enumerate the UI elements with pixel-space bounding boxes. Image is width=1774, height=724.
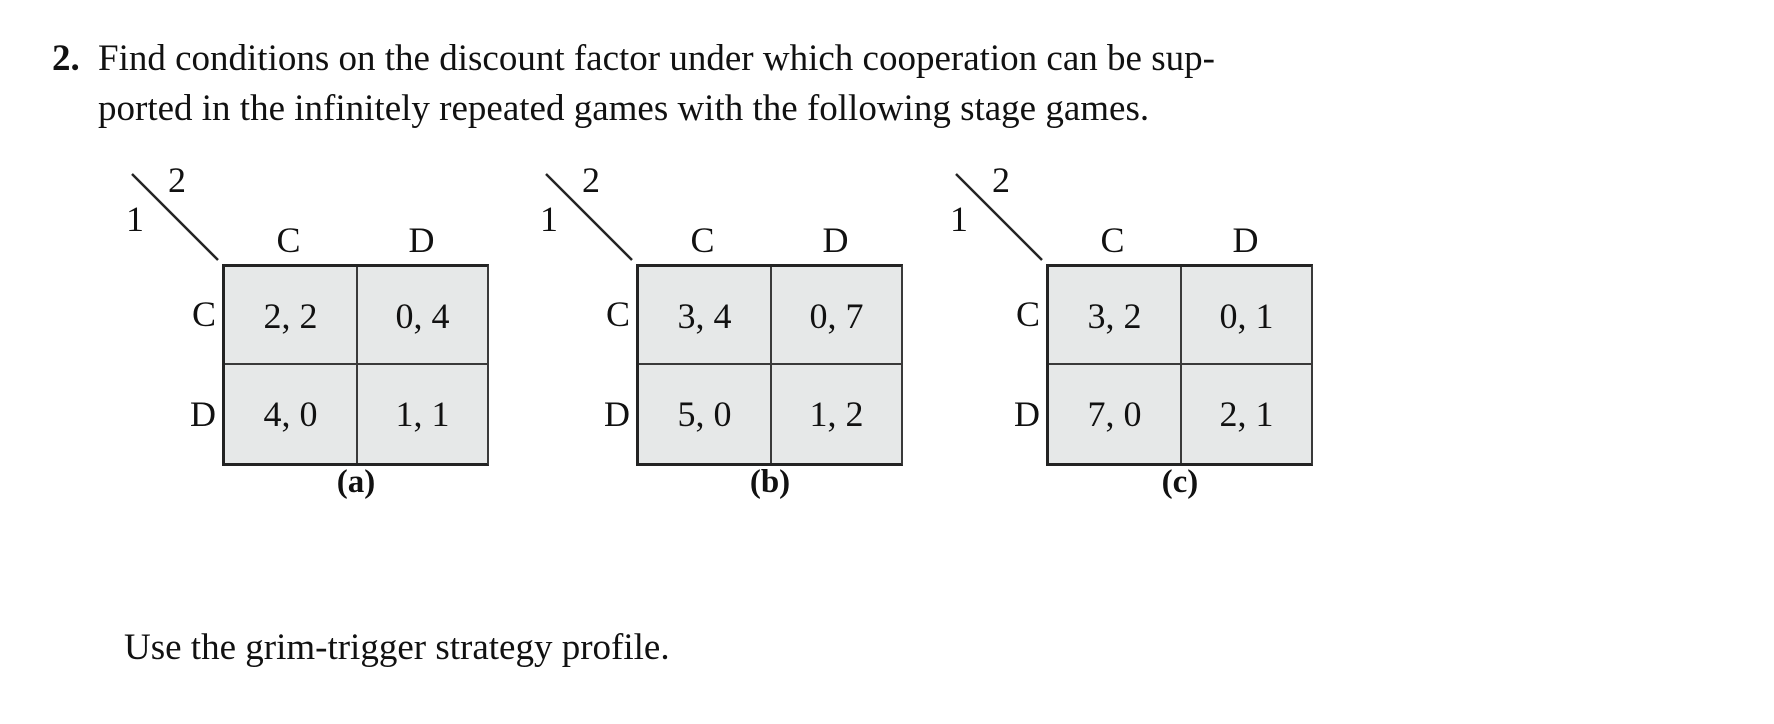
payoff-row-c-1: 7, 0 2, 1 (1049, 365, 1311, 463)
problem-text-line-1: Find conditions on the discount factor u… (98, 38, 1215, 79)
player-corner-label-c: 2 1 (950, 162, 1046, 264)
footer-note: Use the grim-trigger strategy profile. (124, 627, 670, 668)
column-headers-a: C D (222, 220, 488, 260)
column-header-a-0: C (276, 220, 301, 260)
payoff-cell-b-1-1: 1, 2 (770, 365, 901, 463)
row-header-a-1: D (190, 394, 216, 434)
problem-number: 2. (52, 38, 80, 79)
column-player-label-b: 2 (582, 160, 600, 200)
payoff-row-b-0: 3, 4 0, 7 (639, 267, 901, 365)
matrix-caption-b: (b) (749, 464, 791, 500)
payoff-cell-c-1-0: 7, 0 (1049, 365, 1180, 463)
problem-statement: 2. Find conditions on the discount facto… (52, 34, 1692, 134)
payoff-row-a-1: 4, 0 1, 1 (225, 365, 487, 463)
payoff-cell-b-0-1: 0, 7 (770, 267, 901, 365)
column-headers-b: C D (636, 220, 902, 260)
problem-text: Find conditions on the discount factor u… (98, 34, 1598, 134)
row-player-label-c: 1 (950, 199, 968, 239)
row-player-label-a: 1 (126, 199, 144, 239)
payoff-grid-b: 3, 4 0, 7 5, 0 1, 2 (636, 264, 903, 466)
payoff-row-a-0: 2, 2 0, 4 (225, 267, 487, 365)
row-header-c-0: C (1015, 294, 1040, 334)
payoff-cell-a-1-0: 4, 0 (225, 365, 356, 463)
row-headers-c: C D (1006, 264, 1040, 464)
column-player-label-a: 2 (168, 160, 186, 200)
payoff-cell-a-0-1: 0, 4 (356, 267, 487, 365)
problem-text-line-2: ported in the infinitely repeated games … (98, 88, 1150, 129)
row-header-a-0: C (191, 294, 216, 334)
payoff-row-c-0: 3, 2 0, 1 (1049, 267, 1311, 365)
corner-diagonal-icon (131, 173, 219, 261)
column-header-b-1: D (822, 220, 849, 260)
column-player-label-c: 2 (992, 160, 1010, 200)
row-header-b-1: D (604, 394, 630, 434)
corner-diagonal-icon (955, 173, 1043, 261)
payoff-cell-b-0-0: 3, 4 (639, 267, 770, 365)
payoff-cell-a-1-1: 1, 1 (356, 365, 487, 463)
player-corner-label-b: 2 1 (540, 162, 636, 264)
payoff-cell-c-1-1: 2, 1 (1180, 365, 1311, 463)
corner-diagonal-icon (545, 173, 633, 261)
row-player-label-b: 1 (540, 199, 558, 239)
payoff-grid-a: 2, 2 0, 4 4, 0 1, 1 (222, 264, 489, 466)
column-header-c-0: C (1100, 220, 1125, 260)
stage-games-row: 2 1 C D C D 2, 2 0, 4 4, 0 1, 1 (a) (0, 162, 1774, 548)
column-header-c-1: D (1232, 220, 1259, 260)
matrix-caption-a: (a) (336, 464, 376, 500)
payoff-cell-c-0-1: 0, 1 (1180, 267, 1311, 365)
row-header-c-1: D (1014, 394, 1040, 434)
payoff-row-b-1: 5, 0 1, 2 (639, 365, 901, 463)
row-header-b-0: C (605, 294, 630, 334)
payoff-grid-c: 3, 2 0, 1 7, 0 2, 1 (1046, 264, 1313, 466)
row-headers-b: C D (596, 264, 630, 464)
player-corner-label-a: 2 1 (126, 162, 222, 264)
row-headers-a: C D (182, 264, 216, 464)
payoff-cell-b-1-0: 5, 0 (639, 365, 770, 463)
column-header-a-1: D (408, 220, 435, 260)
column-headers-c: C D (1046, 220, 1312, 260)
payoff-cell-a-0-0: 2, 2 (225, 267, 356, 365)
column-header-b-0: C (690, 220, 715, 260)
matrix-caption-c: (c) (1161, 464, 1199, 500)
payoff-cell-c-0-0: 3, 2 (1049, 267, 1180, 365)
